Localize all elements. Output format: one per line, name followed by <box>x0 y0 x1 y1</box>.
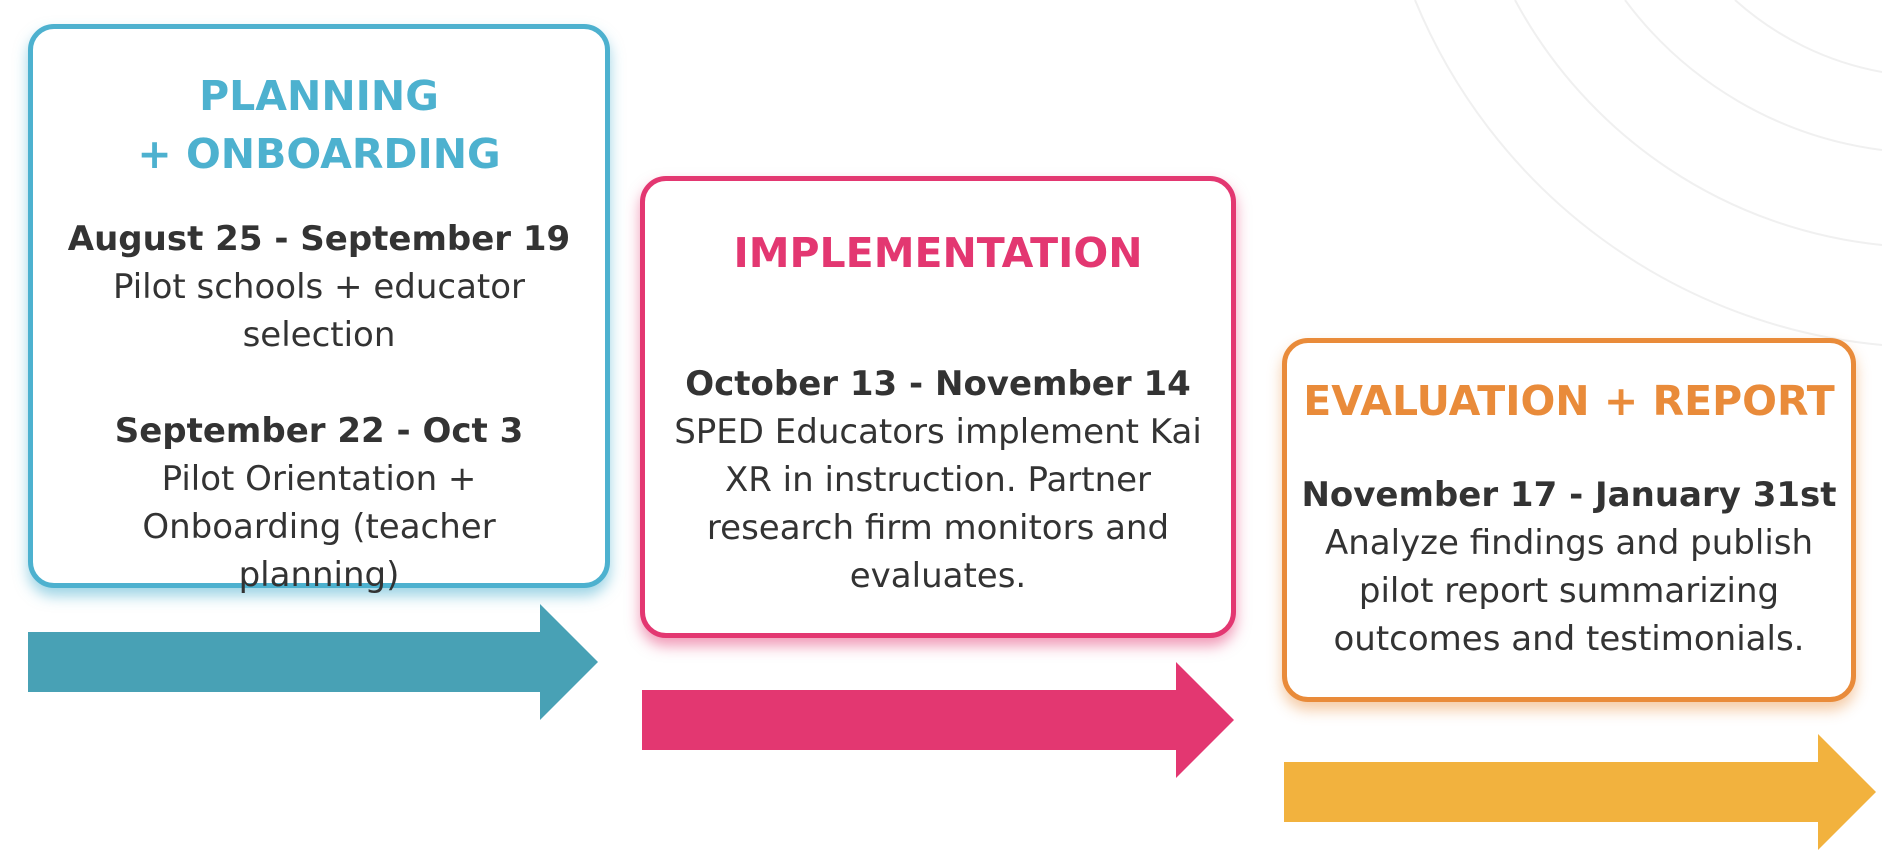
phase-title-line: IMPLEMENTATION <box>733 229 1143 277</box>
entry-description: SPED Educators implement Kai XR in instr… <box>674 412 1202 596</box>
timeline-entry: August 25 - September 19 Pilot schools +… <box>33 215 605 359</box>
entry-description: Pilot Orientation + Onboarding (teacher … <box>142 459 496 595</box>
planning-arrow-icon <box>28 604 598 720</box>
phase-title-line: EVALUATION + REPORT <box>1303 377 1835 425</box>
entry-description: Pilot schools + educator selection <box>112 267 526 355</box>
timeline-entry: October 13 - November 14 SPED Educators … <box>645 360 1231 600</box>
phase-card-planning: PLANNING + ONBOARDING August 25 - Septem… <box>28 24 610 595</box>
phase-title-planning: PLANNING + ONBOARDING <box>33 67 605 183</box>
phase-card-implementation: IMPLEMENTATION October 13 - November 14 … <box>640 176 1236 638</box>
evaluation-arrow-icon <box>1284 734 1876 850</box>
entry-date: September 22 - Oct 3 <box>114 411 524 451</box>
entry-description: Analyze findings and publish pilot repor… <box>1324 523 1814 659</box>
entry-date: November 17 - January 31st <box>1301 475 1837 515</box>
entry-date: August 25 - September 19 <box>67 219 571 259</box>
timeline-entry: November 17 - January 31st Analyze findi… <box>1287 471 1851 663</box>
implementation-arrow-icon <box>642 662 1234 778</box>
entry-date: October 13 - November 14 <box>685 364 1191 404</box>
phase-title-line: PLANNING <box>199 72 439 120</box>
phase-title-evaluation: EVALUATION + REPORT <box>1287 372 1851 430</box>
timeline-entry: September 22 - Oct 3 Pilot Orientation +… <box>33 407 605 599</box>
phase-title-line: + ONBOARDING <box>137 130 501 178</box>
phase-card-evaluation: EVALUATION + REPORT November 17 - Januar… <box>1282 338 1856 702</box>
phase-title-implementation: IMPLEMENTATION <box>645 224 1231 282</box>
